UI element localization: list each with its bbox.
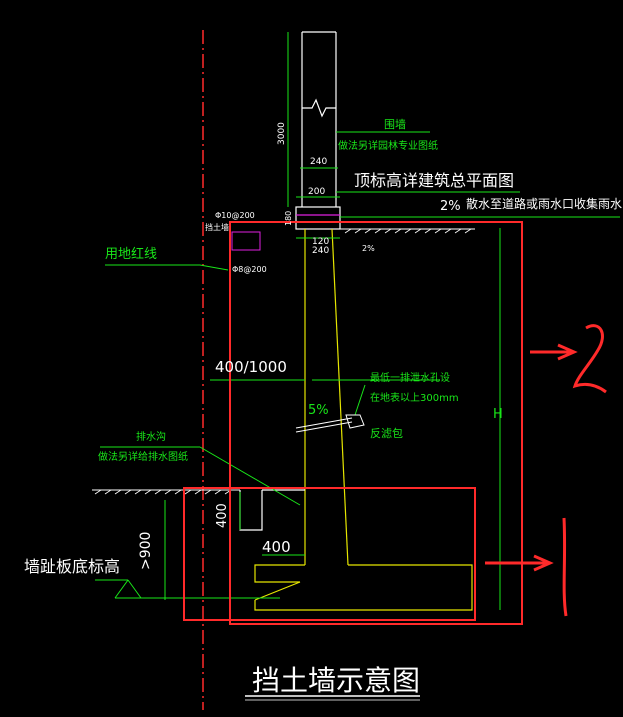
dim-embed-depth: >900 (138, 532, 154, 570)
dim-cap-height: 180 (284, 211, 293, 226)
arrow-right-lower (485, 554, 554, 572)
label-fence: 围墙 (384, 117, 406, 131)
label-drain-ditch: 排水沟 (136, 430, 166, 443)
label-weep-hole-2: 在地表以上300mm (370, 391, 459, 404)
label-slope-top: 2% (440, 199, 461, 214)
dimension-lines (164, 32, 501, 610)
label-weep-hole: 最低一排泄水孔设 (370, 371, 450, 384)
dim-toe-width: 400/1000 (215, 358, 287, 376)
label-top-elev: 顶标高详建筑总平面图 (354, 171, 514, 190)
cap-beam (295, 206, 341, 230)
label-drain-note: 散水至道路或雨水口收集雨水 (466, 196, 622, 211)
highlight-box-footing (183, 487, 476, 621)
retaining-wall-body (254, 228, 473, 611)
label-slope-wall: 5% (308, 403, 329, 418)
label-footing-elev: 墙趾板底标高 (24, 557, 120, 576)
hand-mark-bar (562, 517, 568, 617)
dim-ditch-height: 400 (215, 503, 230, 528)
dim-fence-height: 3000 (277, 122, 287, 145)
ground-hatching (92, 228, 475, 495)
drain-ditch (239, 489, 305, 531)
label-drain-ditch-note: 做法另详给排水图纸 (98, 450, 188, 463)
label-rebar-1: Φ10@200 (215, 211, 255, 220)
drawing-title: 挡土墙示意图 (252, 664, 420, 697)
label-property-line: 用地红线 (105, 246, 157, 262)
leader-lines (95, 131, 620, 599)
hand-mark-2 (572, 324, 607, 394)
dim-ditch-width: 400 (262, 538, 291, 556)
fence-outline (301, 31, 337, 207)
dim-wall-width-2: 240 (312, 246, 329, 256)
label-height-h: H (493, 407, 503, 422)
label-fence-note: 做法另详园林专业图纸 (338, 139, 438, 152)
highlight-box-large (229, 221, 523, 625)
dim-fence-width: 240 (310, 157, 327, 167)
filter-bag (345, 414, 365, 429)
arrow-right-upper (530, 343, 578, 361)
dim-slope: 2% (362, 244, 375, 253)
label-rebar-2: 挡土墙 (205, 222, 229, 232)
label-filter-bag: 反滤包 (370, 427, 403, 440)
dim-cap-width: 200 (308, 187, 325, 197)
label-rebar-3: Φ8@200 (232, 265, 267, 274)
rebar-detail (231, 231, 261, 251)
weep-pipe (295, 417, 353, 433)
dim-wall-width-1: 120 (312, 237, 329, 247)
